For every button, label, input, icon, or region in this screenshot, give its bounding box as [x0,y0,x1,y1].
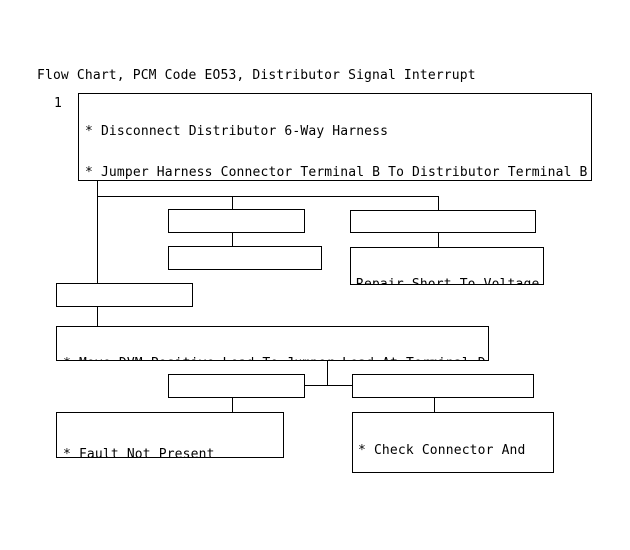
node-check-ground: * Check Connector And Distributor Ground… [352,412,554,473]
node-line: * Fault Not Present [63,447,215,458]
node-line: * Check Connector And [358,442,526,458]
connector-to-fault-box [232,398,233,412]
node-line: Repair Short To Voltage [356,277,540,285]
node-fault-not-present: * Fault Not Present * See Note On Interm… [56,412,284,458]
connector-bus-mid-drop [232,196,233,209]
connector-bus-right-drop [438,196,439,210]
node-volts-0-5-to-2-5: 0.5 To 2.5 Volts [56,283,193,307]
node-step1-line: * Disconnect Distributor 6-Way Harness [85,124,389,139]
connector-to-repair-short [438,233,439,247]
node-volts-0-0-to-0-3: 0.0 To 0.3 Volts [168,374,305,398]
node-volts-0-0-to-0-4: 0.0 To 0.4 Volts [168,209,305,233]
node-repair-short: Repair Short To Voltage Ckt 430 [350,247,544,285]
connector-bus [97,196,439,197]
connector-to-step2 [97,307,98,326]
connector-branch-cross [304,385,352,386]
page-title: Flow Chart, PCM Code EO53, Distributor S… [37,68,476,83]
node-step1: * Disconnect Distributor 6-Way Harness *… [78,93,592,181]
connector-to-check-pickup [232,233,233,246]
node-step1-line: * Jumper Harness Connector Terminal B To… [85,164,588,180]
node-greater-than-0-3: Greater Than 0.3 Volts [352,374,534,398]
node-check-pickup-coil: Check Pick Up Coil [168,246,322,270]
node-greater-than-2-5: Greater Than 2.5 Volts [350,210,536,233]
connector-step1-left-branch [97,181,98,283]
connector-step2-drop [327,360,328,385]
connector-to-check-ground [434,398,435,412]
step-number: 1 [54,96,62,111]
node-step2: * Move DVM Positive Lead To Jumper Lead … [56,326,489,361]
node-step2-line: * Move DVM Positive Lead To Jumper Lead … [63,357,488,361]
